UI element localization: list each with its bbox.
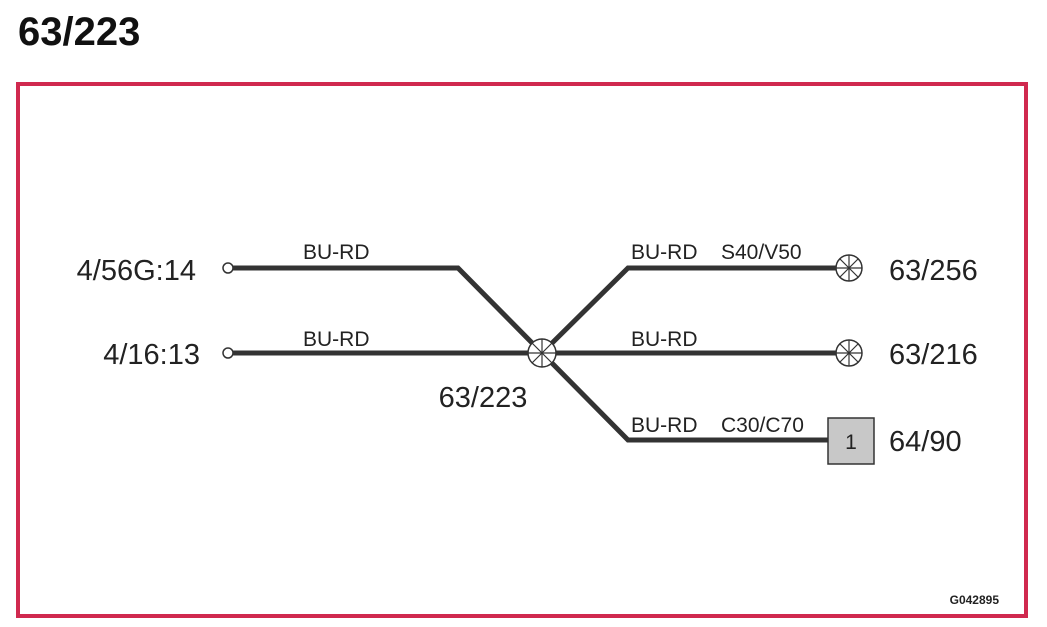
figure-code: G042895 <box>950 593 1000 607</box>
splice-terminal-top-icon <box>835 254 863 282</box>
connector-label-right-top: 63/256 <box>889 255 978 287</box>
connector-label-right-bottom: 64/90 <box>889 426 962 458</box>
splice-terminal-middle-icon <box>835 339 863 367</box>
wire-color-left-top: BU-RD <box>303 241 370 264</box>
terminal-left-bottom-icon <box>222 347 234 359</box>
diagram-frame <box>16 82 1028 618</box>
wire-color-right-bottom: BU-RD <box>631 414 698 437</box>
pin-number: 1 <box>845 431 857 454</box>
page-title: 63/223 <box>18 10 141 54</box>
variant-right-top: S40/V50 <box>721 241 802 264</box>
splice-icon <box>527 338 557 368</box>
wire-left-top <box>231 265 544 355</box>
wire-color-right-top: BU-RD <box>631 241 698 264</box>
variant-right-bottom: C30/C70 <box>721 414 804 437</box>
splice-label: 63/223 <box>439 382 528 414</box>
wire-color-left-bottom: BU-RD <box>303 328 370 351</box>
pin-box <box>827 417 875 465</box>
connector-label-left-top: 4/56G:14 <box>77 255 196 287</box>
wire-color-right-middle: BU-RD <box>631 328 698 351</box>
connector-label-right-middle: 63/216 <box>889 339 978 371</box>
wire-right-top <box>540 265 838 355</box>
terminal-left-top-icon <box>222 262 234 274</box>
connector-label-left-bottom: 4/16:13 <box>103 339 200 371</box>
wire-right-bottom <box>540 351 828 443</box>
